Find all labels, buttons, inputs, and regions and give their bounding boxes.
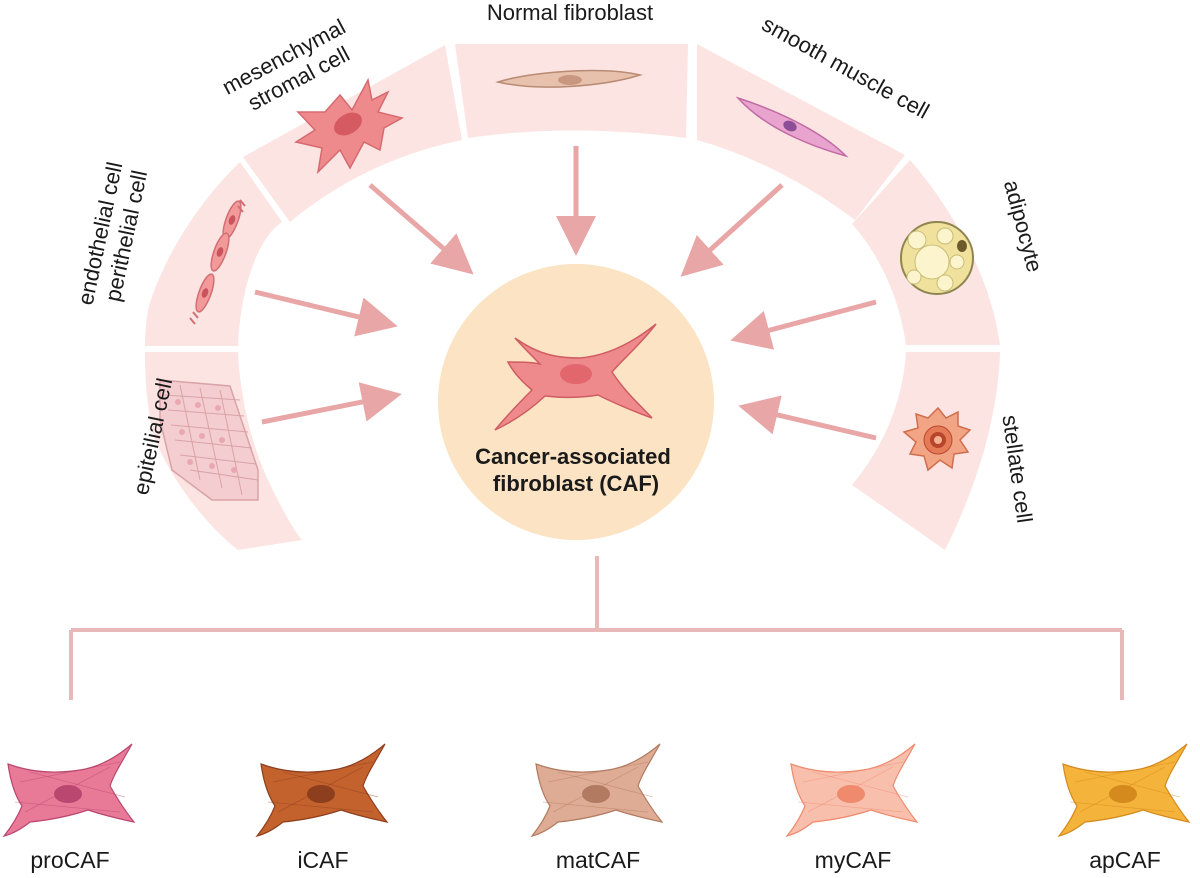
subtype-label-apcaf: apCAF — [1089, 847, 1161, 873]
apcaf-cell-icon — [1057, 743, 1191, 838]
caf-center: Cancer-associated fibroblast (CAF) — [438, 264, 714, 540]
arrow-from-smooth-muscle — [680, 183, 784, 277]
label-normal-fibroblast: Normal fibroblast — [487, 0, 653, 25]
subtype-label-mycaf: myCAF — [815, 847, 892, 873]
caf-label: Cancer-associated fibroblast (CAF) — [475, 444, 677, 496]
caf-disc — [438, 264, 714, 540]
subtype-connector — [69, 556, 1124, 700]
arrows-to-caf — [254, 146, 877, 441]
arrow-from-mesenchymal — [368, 183, 474, 275]
smooth-muscle-cell-icon — [735, 96, 849, 158]
stellate-cell-icon — [902, 406, 972, 472]
label-adipocyte: adipocyte — [999, 177, 1048, 274]
subtype-label-procaf: proCAF — [30, 847, 109, 873]
normal-fibroblast-icon — [495, 69, 643, 88]
matcaf-cell-icon — [530, 743, 664, 838]
arrow-from-endothelial — [254, 289, 398, 337]
arrow-from-epithelial — [261, 382, 402, 425]
caf-subtypes: proCAF iCAF matCAF myCAF apCAF — [2, 743, 1191, 873]
procaf-cell-icon — [2, 743, 136, 838]
arrow-from-stellate — [738, 395, 877, 441]
mesenchymal-cell-icon — [294, 77, 405, 175]
icaf-cell-icon — [255, 743, 389, 838]
label-stellate: stellate cell — [997, 413, 1037, 524]
endothelial-cells-icon — [189, 199, 246, 325]
subtype-label-icaf: iCAF — [297, 847, 348, 873]
caf-cell-icon — [494, 323, 657, 431]
subtype-label-matcaf: matCAF — [556, 847, 640, 873]
mycaf-cell-icon — [785, 743, 919, 838]
label-endothelial: endothelial cell perithelial cell — [73, 154, 154, 313]
panel-normal-fibroblast — [455, 44, 688, 138]
epithelial-sheet-icon — [159, 379, 259, 501]
adipocyte-icon — [900, 221, 974, 295]
arrow-from-adipocyte — [730, 299, 877, 350]
